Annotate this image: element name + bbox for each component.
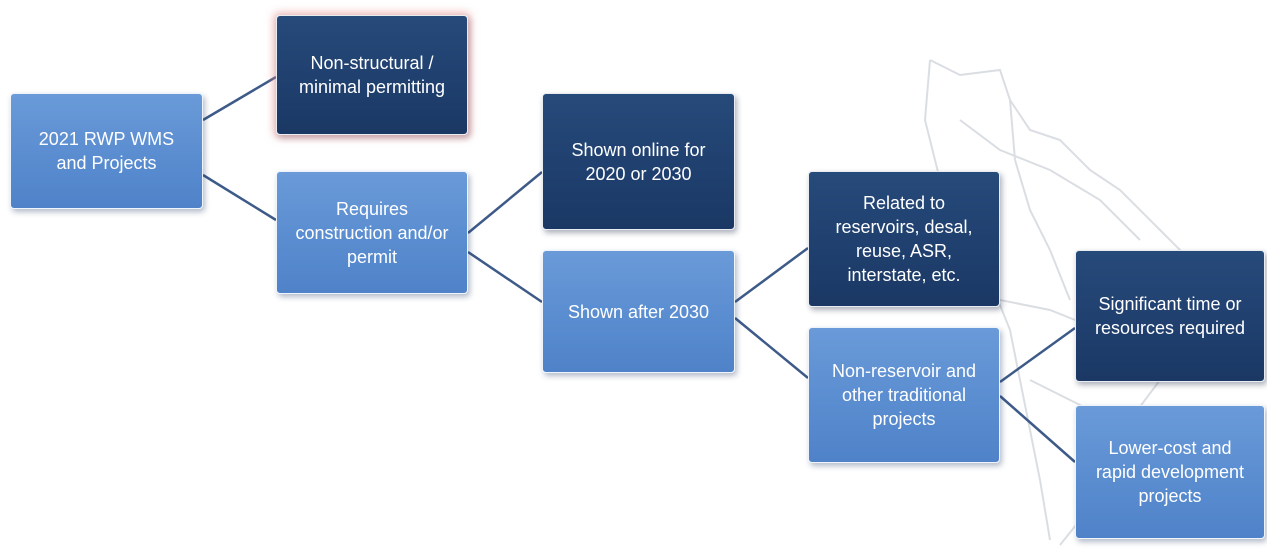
node-label: Shown online for 2020 or 2030 xyxy=(571,139,706,184)
node-label: Non-reservoir and other traditional proj… xyxy=(831,361,977,429)
node-label: Related to reservoirs, desal, reuse, ASR… xyxy=(835,193,973,285)
node-shown-online: Shown online for 2020 or 2030 xyxy=(542,93,735,230)
node-non-reservoir: Non-reservoir and other traditional proj… xyxy=(808,327,1000,463)
connector-nonreservoir-significant xyxy=(999,326,1076,384)
connector-root-nonstructural xyxy=(202,75,277,122)
connector-nonreservoir-lowercost xyxy=(999,395,1076,463)
node-related-to-reservoirs: Related to reservoirs, desal, reuse, ASR… xyxy=(808,171,1000,307)
node-label: Non-structural / minimal permitting xyxy=(298,53,446,97)
connector-root-requires xyxy=(202,173,277,222)
node-label: 2021 RWP WMS and Projects xyxy=(38,129,175,173)
node-non-structural: Non-structural / minimal permitting xyxy=(276,15,468,135)
connector-after2030-related xyxy=(734,246,809,304)
node-shown-after-2030: Shown after 2030 xyxy=(542,250,735,373)
connector-after2030-nonreservoir xyxy=(734,317,809,379)
node-significant-time: Significant time or resources required xyxy=(1075,250,1265,382)
node-label: Requires construction and/or permit xyxy=(295,198,449,267)
connector-requires-online xyxy=(467,171,543,234)
connectors xyxy=(202,75,1076,463)
node-label: Significant time or resources required xyxy=(1094,294,1246,338)
node-label: Shown after 2030 xyxy=(567,301,710,322)
node-label: Lower-cost and rapid development project… xyxy=(1095,438,1245,506)
node-2021-rwp-wms-projects: 2021 RWP WMS and Projects xyxy=(10,93,203,209)
node-lower-cost: Lower-cost and rapid development project… xyxy=(1075,405,1265,539)
node-requires-construction: Requires construction and/or permit xyxy=(276,171,468,294)
connector-requires-after2030 xyxy=(467,250,543,304)
